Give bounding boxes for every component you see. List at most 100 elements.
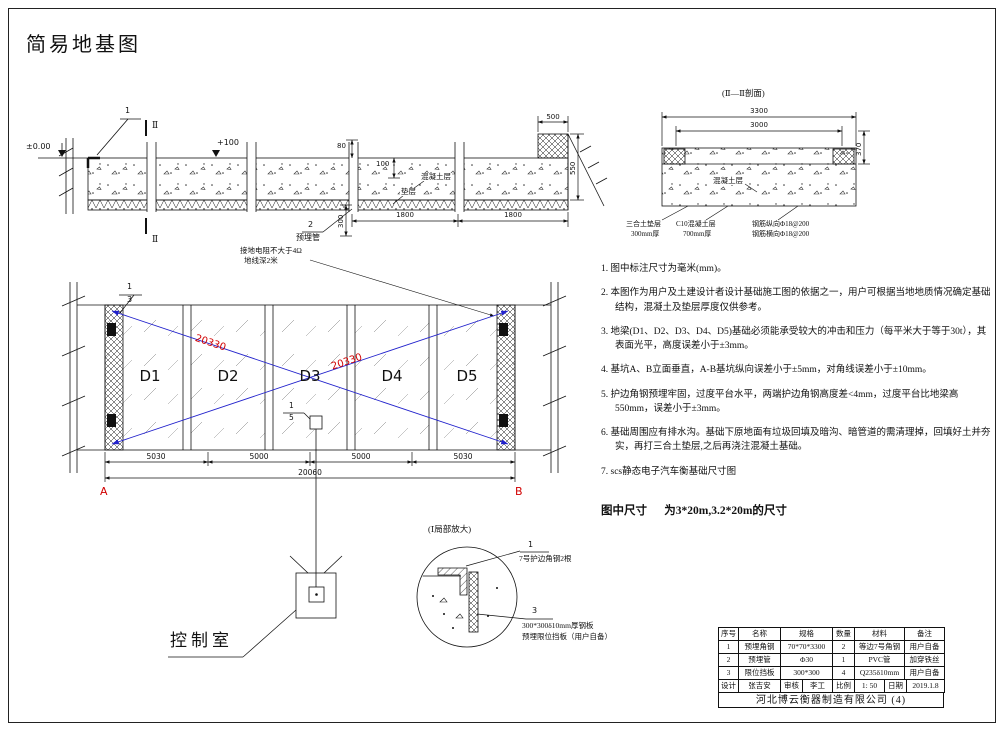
detail-callout-1-number: 1 — [528, 540, 534, 549]
dim-550: 550 — [569, 161, 577, 175]
plus-100-label: +100 — [217, 138, 239, 147]
dim-500: 500 — [546, 113, 560, 121]
table-row: 1 预埋角钢 70*70*3300 2 等边7号角钢 用户自备 — [718, 640, 945, 654]
detail-callout-1-text: 7号护边角钢2根 — [519, 554, 572, 563]
cell: 预埋管 — [738, 653, 781, 667]
dim-3300: 3300 — [750, 107, 768, 115]
callout-1-number: 1 — [125, 106, 131, 115]
detail-callout-3-text-1: 300*300δ10mm厚钢板 — [522, 621, 594, 630]
section-ii-drawing — [661, 112, 870, 221]
company-name: 河北博云衡器制造有限公司 (4) — [718, 692, 944, 708]
detail-i-drawing — [416, 546, 553, 648]
c10-concrete-callout: C10混凝土层 — [676, 220, 716, 228]
detail-title: (Ⅰ局部放大) — [428, 524, 472, 534]
cell: 70*70*3300 — [780, 640, 833, 654]
section-ii-title: (Ⅱ—Ⅱ剖面) — [722, 88, 765, 98]
sheet-border — [8, 8, 996, 723]
note-5: 5. 护边角钢预埋牢固，过度平台水平，两端护边角钢高度差<4mm，过度平台比地梁… — [601, 389, 959, 414]
dim-370: 370 — [855, 142, 863, 156]
section-mark-bottom: Ⅱ — [152, 234, 159, 244]
cell: 加穿铁丝 — [904, 653, 945, 667]
cell: Q235δ10mm — [854, 666, 905, 680]
cell: PVC管 — [854, 653, 905, 667]
plan-dim-3: 5000 — [351, 452, 371, 461]
section-mark-top: Ⅱ — [152, 120, 159, 130]
dim-1800-right: 1800 — [504, 211, 522, 219]
parts-table-header-row: 序号 名称 规格 数量 材料 备注 — [718, 627, 945, 641]
corner-b-label: B — [515, 485, 523, 498]
cell: 用户自备 — [904, 666, 945, 680]
cushion-layer-label: 垫层 — [400, 187, 417, 197]
detail-callout-3-number: 3 — [532, 606, 538, 615]
soil-cushion-thickness: 300mm厚 — [631, 230, 660, 238]
size-note: 图中尺寸 为3*20m,3.2*20m的尺寸 — [601, 505, 787, 517]
note-3: 3. 地梁(D1、D2、D3、D4、D5)基础必须能承受较大的冲击和压力（每平米… — [601, 326, 987, 351]
scale-label: 比例 — [832, 679, 855, 693]
checker-name: 李工 — [802, 679, 833, 693]
cell: 2 — [718, 653, 739, 667]
dim-300: 300 — [337, 214, 345, 228]
col-seq: 序号 — [718, 627, 739, 641]
concrete-layer-label: 混凝土层 — [420, 172, 452, 182]
c10-concrete-thickness: 700mm厚 — [683, 230, 712, 238]
plan-callout-mid-b: 5 — [289, 413, 294, 422]
note-1: 1. 图中标注尺寸为毫米(mm)。 — [601, 264, 727, 274]
module-label-d4: D4 — [381, 367, 403, 385]
plan-dim-2: 5000 — [249, 452, 269, 461]
note-7: 7. scs静态电子汽车衡基础尺寸图 — [601, 466, 737, 477]
plan-dim-4: 5030 — [453, 452, 473, 461]
title-block-row: 设计 张吉安 审核 李工 比例 1: 50 日期 2019.1.8 — [718, 679, 945, 693]
design-label: 设计 — [718, 679, 739, 693]
module-label-d1: D1 — [139, 367, 161, 385]
grounding-note-line1: 接地电阻不大于4Ω — [240, 246, 302, 255]
control-room-label: 控制室 — [170, 631, 233, 650]
cell: 3 — [718, 666, 739, 680]
cell: 1 — [832, 653, 855, 667]
table-row: 2 预埋管 Φ30 1 PVC管 加穿铁丝 — [718, 653, 945, 667]
cell: 限位挡板 — [738, 666, 781, 680]
control-room-drawing — [168, 555, 343, 658]
rebar-transverse-callout: 钢筋横向Φ18@200 — [752, 230, 810, 238]
plan-callout-top-a: 1 — [127, 282, 133, 291]
date-value: 2019.1.8 — [906, 679, 945, 693]
pipe-callout-label: 预埋管 — [296, 233, 320, 242]
cell: 预埋角钢 — [738, 640, 781, 654]
cell: 300*300 — [780, 666, 833, 680]
page-title: 简易地基图 — [26, 34, 141, 56]
module-label-d5: D5 — [456, 367, 478, 385]
plan-callout-mid-a: 1 — [289, 401, 294, 410]
cell: 4 — [832, 666, 855, 680]
section-concrete-label: 混凝土层 — [712, 176, 744, 186]
parts-table-footer: 设计 张吉安 审核 李工 比例 1: 50 日期 2019.1.8 — [718, 679, 945, 693]
cell: 用户自备 — [904, 640, 945, 654]
dim-100: 100 — [376, 160, 390, 168]
rebar-longitudinal-callout: 钢筋纵向Φ18@200 — [752, 220, 810, 228]
dim-1800-left: 1800 — [396, 211, 414, 219]
designer-name: 张吉安 — [738, 679, 781, 693]
plan-view-drawing — [61, 282, 567, 562]
cell: 1 — [718, 640, 739, 654]
notes-block: 1. 图中标注尺寸为毫米(mm)。 2. 本图作为用户及土建设计者设计基础施工图… — [601, 262, 993, 489]
col-material: 材料 — [854, 627, 905, 641]
check-label: 审核 — [780, 679, 803, 693]
detail-callout-3-text-2: 预埋限位挡板（用户自备） — [522, 632, 612, 641]
cell: Φ30 — [780, 653, 833, 667]
note-6: 6. 基础周围应有排水沟。基础下原地面有垃圾回填及暗沟、暗管道的需清理掉，回填好… — [601, 428, 991, 453]
cross-section-drawing — [38, 116, 608, 317]
module-label-d3: D3 — [299, 367, 321, 385]
parts-table-main: 序号 名称 规格 数量 材料 备注 1 预埋角钢 70*70*3300 2 等边… — [718, 627, 945, 680]
corner-a-label: A — [100, 485, 108, 498]
plan-dim-total: 20060 — [298, 468, 322, 477]
module-label-d2: D2 — [217, 367, 239, 385]
plan-dim-1: 5030 — [146, 452, 166, 461]
parts-table: 序号 名称 规格 数量 材料 备注 1 预埋角钢 70*70*3300 2 等边… — [718, 627, 945, 708]
scale-value: 1: 50 — [854, 679, 885, 693]
note-4: 4. 基坑A、B立面垂直，A-B基坑纵向误差小于±5mm，对角线误差小于±10m… — [601, 365, 932, 376]
cell: 等边7号角钢 — [854, 640, 905, 654]
elevation-zero-label: ±0.00 — [26, 142, 51, 151]
plan-callout-top-b: 3 — [127, 295, 133, 304]
soil-cushion-callout: 三合土垫层 — [626, 220, 661, 228]
note-2: 2. 本图作为用户及土建设计者设计基础施工图的依据之一，用户可根据当地地质情况确… — [601, 288, 991, 313]
